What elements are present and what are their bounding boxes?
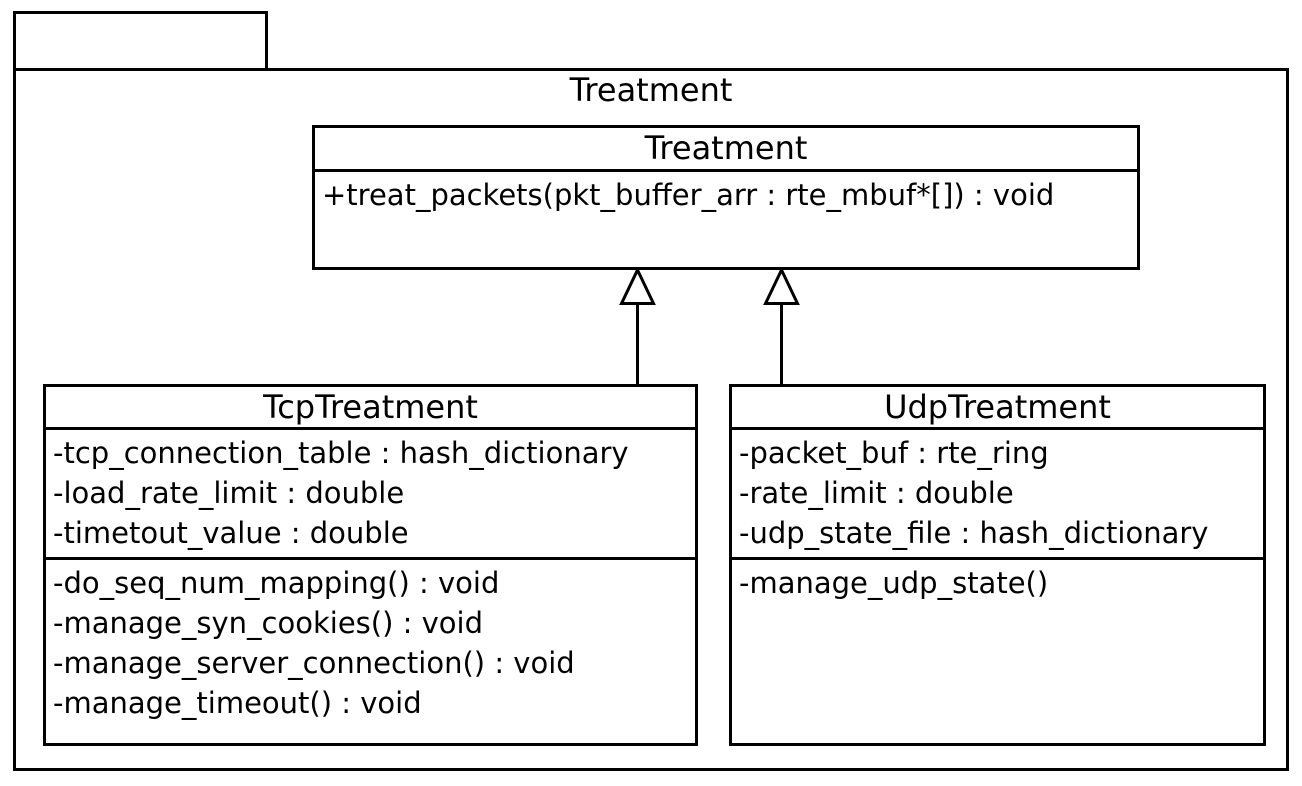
attribute-item: -load_rate_limit : double (53, 476, 405, 510)
generalization-line-tcp (636, 302, 639, 384)
attribute-item: -rate_limit : double (739, 476, 1014, 510)
attribute-item: -tcp_connection_table : hash_dictionary (53, 436, 629, 470)
method-item: -manage_udp_state() (739, 566, 1049, 600)
class-title-udptreatment: UdpTreatment (732, 387, 1263, 430)
class-attributes-udptreatment: -packet_buf : rte_ring -rate_limit : dou… (732, 430, 1263, 560)
class-methods-tcptreatment: -do_seq_num_mapping() : void -manage_syn… (46, 560, 695, 743)
class-box-treatment: Treatment +treat_packets(pkt_buffer_arr … (312, 125, 1140, 270)
generalization-line-udp (780, 302, 783, 384)
package-title: Treatment (569, 71, 733, 109)
class-title-tcptreatment: TcpTreatment (46, 387, 695, 430)
class-methods-treatment: +treat_packets(pkt_buffer_arr : rte_mbuf… (315, 172, 1137, 267)
class-attributes-tcptreatment: -tcp_connection_table : hash_dictionary … (46, 430, 695, 560)
class-box-tcptreatment: TcpTreatment -tcp_connection_table : has… (43, 384, 698, 746)
class-methods-udptreatment: -manage_udp_state() (732, 560, 1263, 743)
method-item: +treat_packets(pkt_buffer_arr : rte_mbuf… (322, 178, 1055, 212)
attribute-item: -packet_buf : rte_ring (739, 436, 1049, 470)
attribute-item: -udp_state_file : hash_dictionary (739, 516, 1209, 550)
class-title-treatment: Treatment (315, 128, 1137, 172)
package-tab (13, 11, 268, 71)
method-item: -manage_timeout() : void (53, 686, 422, 720)
generalization-arrowhead-icon (763, 268, 800, 305)
method-item: -manage_syn_cookies() : void (53, 606, 483, 640)
attribute-item: -timetout_value : double (53, 516, 409, 550)
method-item: -do_seq_num_mapping() : void (53, 566, 500, 600)
class-box-udptreatment: UdpTreatment -packet_buf : rte_ring -rat… (729, 384, 1266, 746)
method-item: -manage_server_connection() : void (53, 646, 575, 680)
generalization-arrowhead-icon (619, 268, 656, 305)
